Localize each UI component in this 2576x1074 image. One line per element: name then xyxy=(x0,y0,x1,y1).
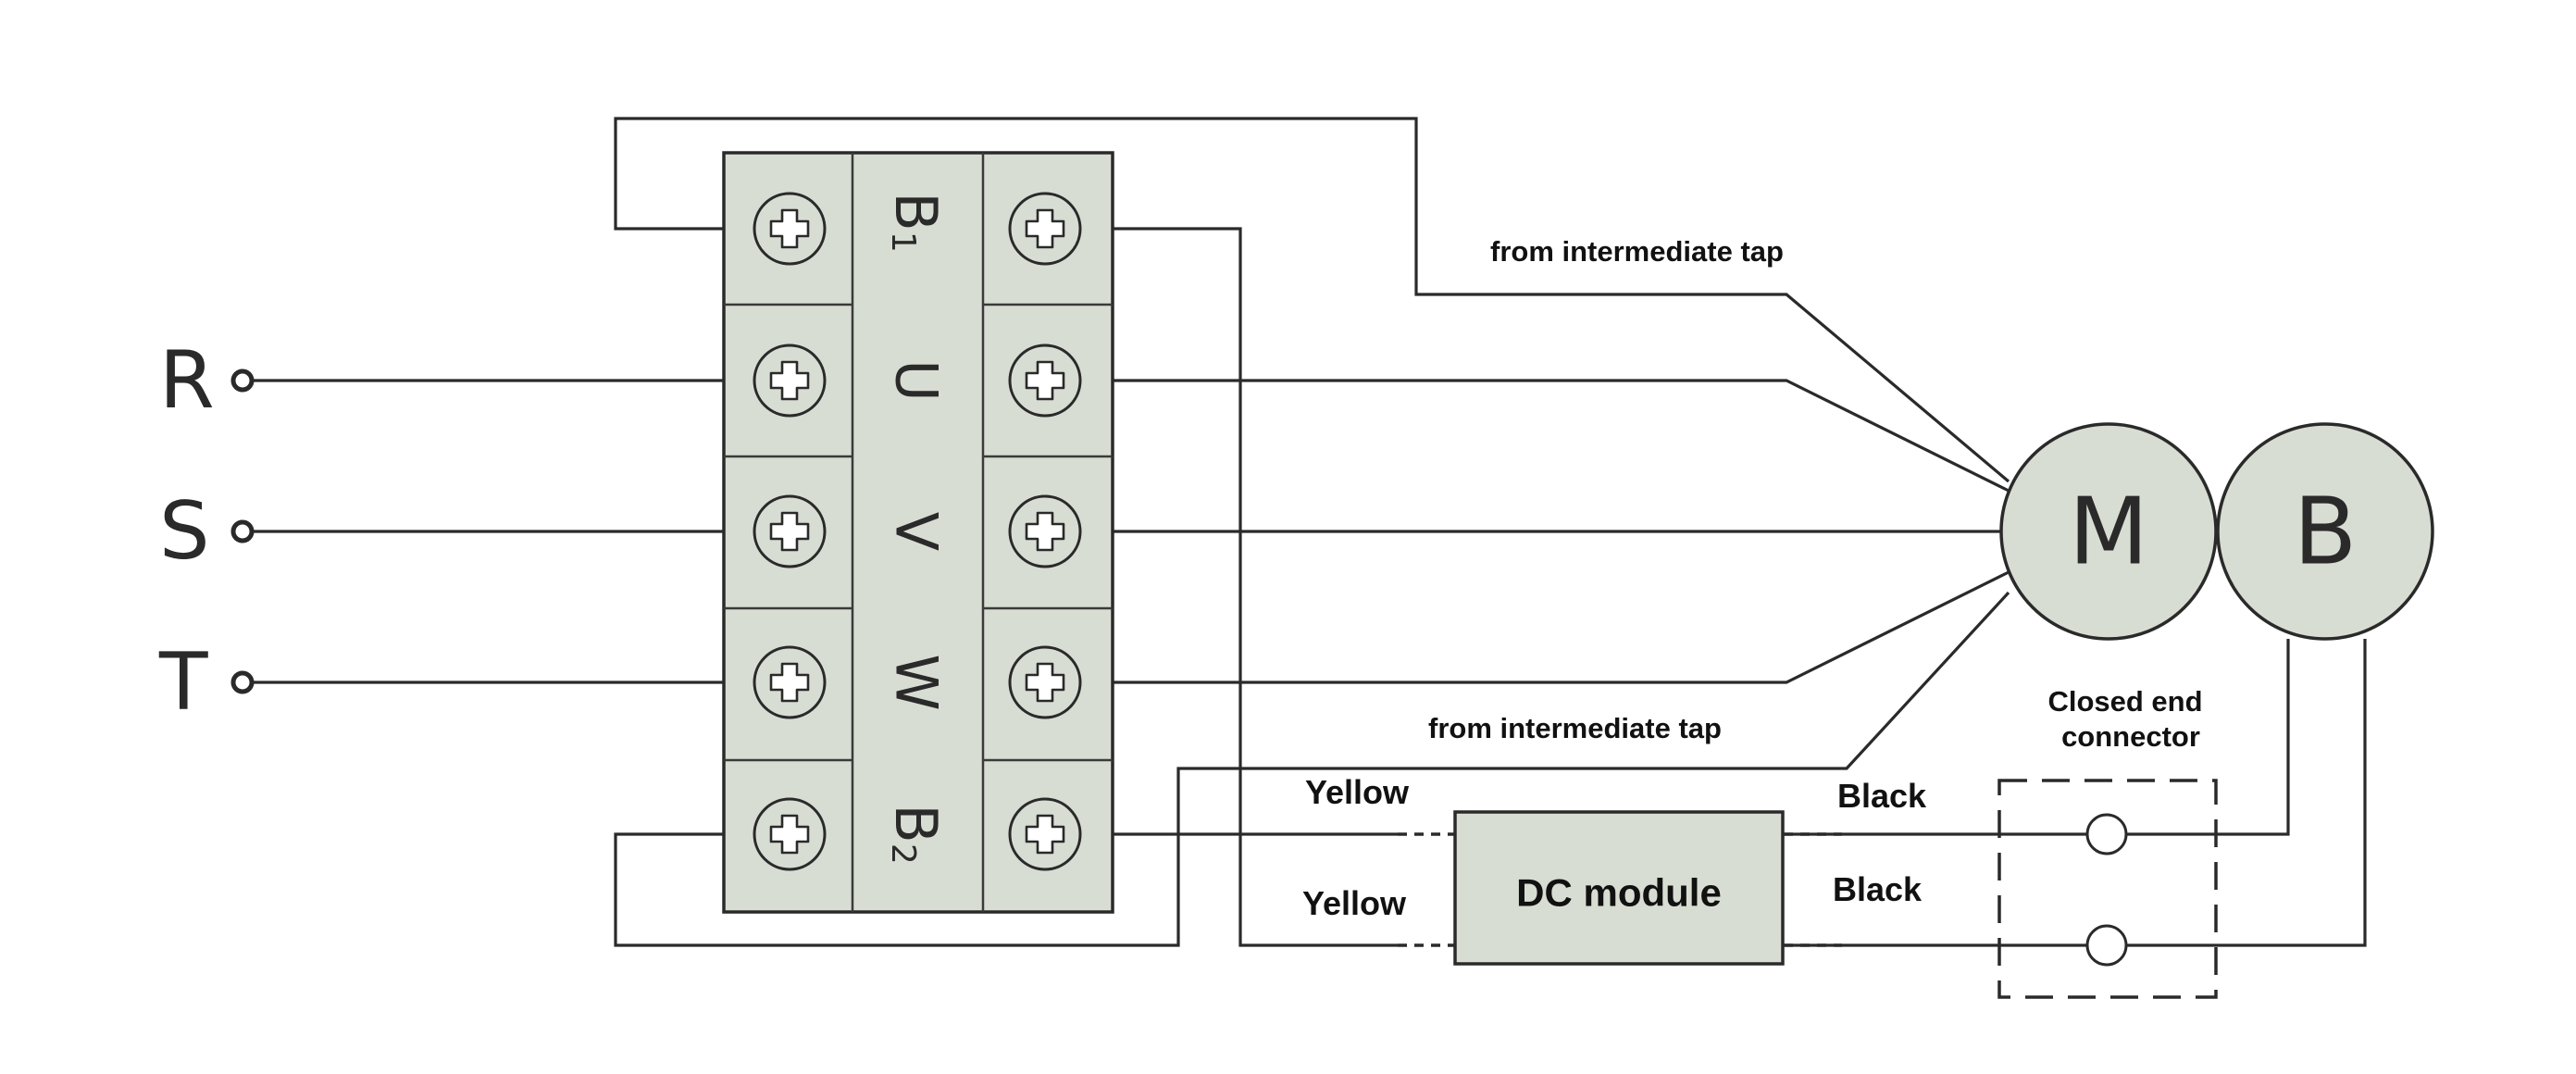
note-closed-end-2: connector xyxy=(2061,720,2200,753)
wire-conn-top-brake xyxy=(2126,639,2290,836)
connector-bottom xyxy=(2085,924,2128,967)
terminal-s xyxy=(230,519,255,543)
label-b1: B1 xyxy=(883,192,951,252)
svg-text:U: U xyxy=(883,359,951,401)
wire-b2-left-tap xyxy=(614,591,2010,947)
screw-b2-right xyxy=(1008,797,1082,871)
wire-conn-bottom-brake xyxy=(2126,639,2367,947)
wire-u-motor xyxy=(1044,379,2010,493)
phase-t-label: T xyxy=(158,636,208,729)
brake-label: B xyxy=(2294,478,2358,586)
dc-module-label: DC module xyxy=(1516,871,1722,915)
phase-s-label: S xyxy=(159,485,210,578)
terminal-r xyxy=(230,368,255,393)
annotations: from intermediate tap from intermediate … xyxy=(1302,235,2203,922)
screw-b2-left xyxy=(753,797,827,871)
closed-end-connector xyxy=(1997,779,2218,999)
note-closed-end-1: Closed end xyxy=(2047,685,2202,718)
supply-terminals: R S T xyxy=(158,334,255,729)
connector-top xyxy=(2085,813,2128,855)
screw-v-left xyxy=(753,494,827,568)
svg-text:B1: B1 xyxy=(883,192,951,252)
screw-terminals xyxy=(753,192,1082,871)
screw-b1-left xyxy=(753,192,827,266)
note-tap-bottom: from intermediate tap xyxy=(1428,712,1722,744)
svg-text:V: V xyxy=(883,512,951,551)
motor-assembly: M B xyxy=(1999,422,2434,641)
label-yellow-bottom: Yellow xyxy=(1302,884,1407,922)
wire-w-motor xyxy=(1044,570,2010,684)
wire-b1-left-tap xyxy=(614,117,2010,483)
label-yellow-top: Yellow xyxy=(1305,773,1410,811)
dc-module: DC module xyxy=(1398,810,1842,966)
screw-v-right xyxy=(1008,494,1082,568)
wire-b1-right-yellow xyxy=(1044,227,1398,947)
svg-text:B2: B2 xyxy=(883,804,951,864)
screw-w-right xyxy=(1008,645,1082,719)
label-black-bottom: Black xyxy=(1833,870,1923,908)
label-w: W xyxy=(883,654,951,710)
label-black-top: Black xyxy=(1837,777,1927,815)
motor-circle xyxy=(1999,422,2218,641)
label-u: U xyxy=(883,359,951,401)
svg-text:W: W xyxy=(883,654,951,710)
screw-b1-right xyxy=(1008,192,1082,266)
screw-w-left xyxy=(753,645,827,719)
brake-circle xyxy=(2216,422,2434,641)
label-b2: B2 xyxy=(883,804,951,864)
motor-label: M xyxy=(2069,478,2148,586)
screw-u-left xyxy=(753,343,827,418)
screw-u-right xyxy=(1008,343,1082,418)
terminal-t xyxy=(230,670,255,694)
note-tap-top: from intermediate tap xyxy=(1490,235,1784,268)
label-v: V xyxy=(883,512,951,551)
phase-r-label: R xyxy=(159,334,215,427)
